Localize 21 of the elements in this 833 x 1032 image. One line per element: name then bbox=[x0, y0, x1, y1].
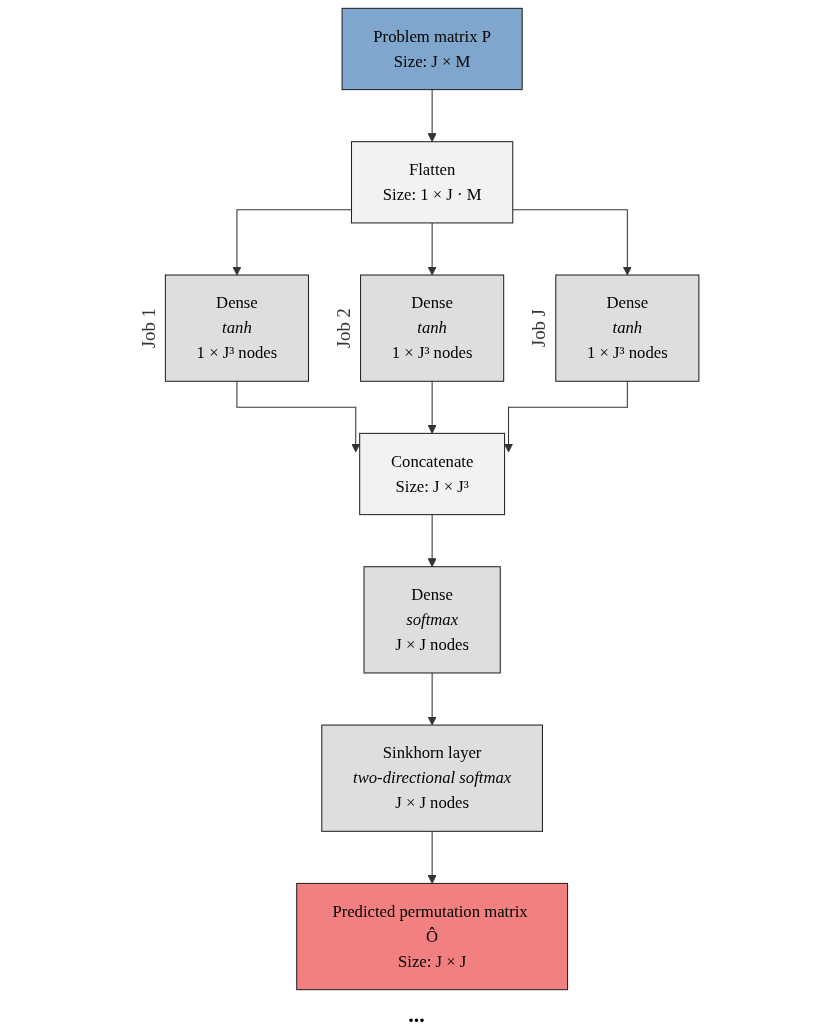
ellipsis-note: ... bbox=[408, 1002, 425, 1027]
node-box: Flatten Size: 1 × J · M bbox=[351, 141, 514, 224]
arrow bbox=[427, 222, 437, 276]
job-label: Job 1 bbox=[137, 308, 159, 349]
arrow bbox=[427, 89, 437, 143]
arrow bbox=[427, 380, 437, 434]
arrow bbox=[232, 209, 352, 276]
arrow bbox=[427, 514, 437, 568]
node-box: Dense tanh 1 × J³ nodes bbox=[164, 274, 309, 382]
node-box: Dense softmax J × J nodes bbox=[363, 566, 501, 674]
node-box: Predicted permutation matrix Ô Size: J × J bbox=[296, 882, 569, 991]
node-box: Concatenate Size: J × J³ bbox=[359, 432, 506, 516]
node-box: Sinkhorn layer two-directional softmax J × J nodes bbox=[321, 724, 543, 832]
node-box: Problem matrix P Size: J × M bbox=[341, 7, 523, 91]
node-box: Dense tanh 1 × J³ nodes bbox=[360, 274, 505, 382]
job-label: Job 2 bbox=[333, 308, 355, 349]
arrow bbox=[427, 672, 437, 726]
job-label: Job J bbox=[528, 309, 550, 348]
arrow bbox=[427, 830, 437, 884]
node-box: Dense tanh 1 × J³ nodes bbox=[555, 274, 700, 382]
arrow bbox=[512, 209, 632, 276]
